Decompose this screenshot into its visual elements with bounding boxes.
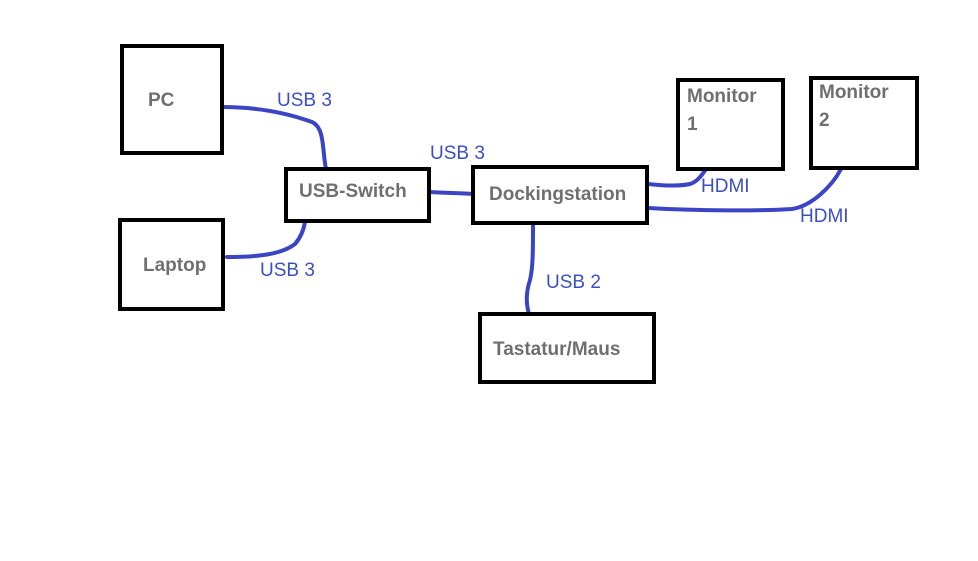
wire-dockingstation-monitor1: [646, 167, 708, 188]
dockingstation-monitor1-label: HDMI: [701, 176, 750, 197]
monitor1-box: [676, 78, 785, 171]
dockingstation-label: Dockingstation: [489, 184, 627, 205]
usb-switch-label: USB-Switch: [299, 181, 407, 202]
tastatur-maus-label: Tastatur/Maus: [493, 339, 621, 360]
laptop-label: Laptop: [143, 255, 207, 276]
wire-dockingstation-tastatur-maus: [524, 223, 535, 316]
laptop-usb-switch-label: USB 3: [260, 260, 315, 281]
pc-box: [120, 44, 224, 155]
dockingstation-tastatur-maus-label: USB 2: [546, 272, 601, 293]
usb-switch-dockingstation-label: USB 3: [430, 143, 485, 164]
dockingstation-box: [471, 165, 649, 225]
pc-label: PC: [148, 90, 175, 111]
tastatur-maus-box: [478, 312, 656, 384]
laptop-box: [118, 218, 225, 311]
dockingstation-monitor2-label: HDMI: [800, 206, 849, 227]
monitor2-label: Monitor 2: [819, 82, 889, 131]
wire-laptop-usb-switch: [225, 220, 307, 259]
usb-switch-box: [284, 167, 431, 223]
wire-pc-usb-switch: [220, 105, 328, 171]
monitor1-label: Monitor 1: [687, 86, 757, 135]
wire-dockingstation-monitor2: [646, 167, 843, 213]
monitor2-box: [809, 76, 919, 170]
pc-usb-switch-label: USB 3: [277, 90, 332, 111]
wire-usb-switch-dockingstation: [428, 190, 476, 196]
